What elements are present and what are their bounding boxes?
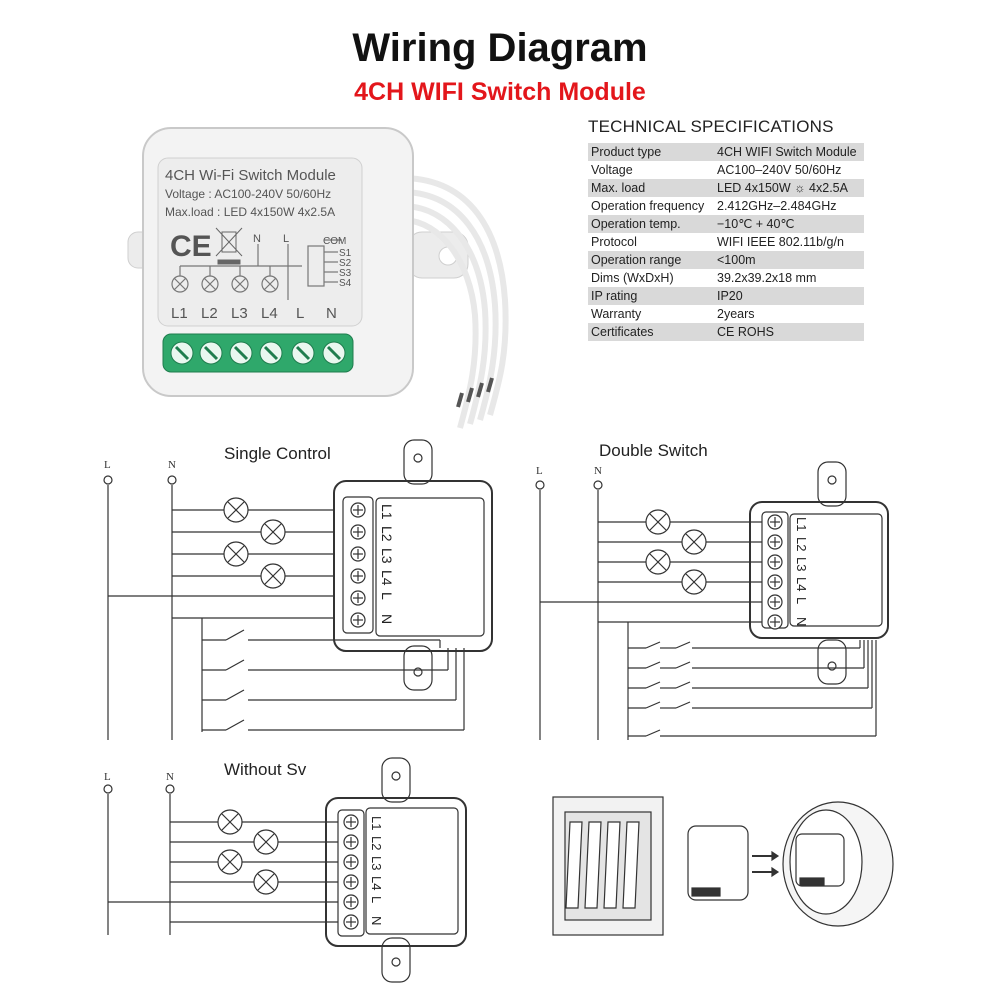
installation-illustration — [552, 796, 894, 936]
spec-value: AC100–240V 50/60Hz — [714, 161, 864, 179]
ce-mark-icon: CE — [170, 230, 212, 263]
double-t-l2: L2 — [794, 537, 809, 551]
double-t-l3: L3 — [794, 557, 809, 571]
spec-value: IP20 — [714, 287, 864, 305]
without-t-l1: L1 — [369, 816, 384, 830]
page-title: Wiring Diagram — [352, 26, 648, 70]
photo-terminal-l: L — [296, 305, 304, 322]
wire-s1: S1 — [339, 248, 352, 259]
spec-value: −10℃ + 40℃ — [714, 215, 864, 233]
spec-value: WIFI IEEE 802.11b/g/n — [714, 233, 864, 251]
wire-com: COM — [323, 236, 346, 247]
spec-value: 2years — [714, 305, 864, 323]
single-t-l3: L3 — [379, 548, 395, 564]
spec-key: Protocol — [588, 233, 714, 251]
without-t-n: N — [369, 916, 384, 925]
single-control-diagram — [103, 439, 493, 740]
without-t-l3: L3 — [369, 856, 384, 870]
double-t-n: N — [794, 617, 809, 626]
spec-value: 39.2x39.2x18 mm — [714, 269, 864, 287]
spec-value: LED 4x150W ☼ 4x2.5A — [714, 179, 864, 197]
without-t-l4: L4 — [369, 876, 384, 890]
weee-bin-icon — [215, 227, 243, 265]
spec-key: Certificates — [588, 323, 714, 341]
photo-terminal-l2: L2 — [201, 305, 218, 322]
spec-value: <100m — [714, 251, 864, 269]
single-t-l2: L2 — [379, 526, 395, 542]
spec-row: Operation range<100m — [588, 251, 864, 269]
spec-row: Operation temp.−10℃ + 40℃ — [588, 215, 864, 233]
double-t-l: L — [794, 597, 809, 604]
spec-key: Voltage — [588, 161, 714, 179]
photo-terminal-n: N — [326, 305, 337, 322]
wire-s4: S4 — [339, 278, 352, 289]
without-n-label: N — [166, 771, 174, 783]
without-t-l: L — [369, 896, 384, 903]
spec-key: Operation frequency — [588, 197, 714, 215]
without-l-label: L — [104, 771, 111, 783]
single-t-l1: L1 — [379, 504, 395, 520]
double-t-l4: L4 — [794, 577, 809, 591]
label-top-l: L — [283, 233, 289, 245]
without-switch-label: Without Sv — [224, 760, 307, 779]
double-switch-label: Double Switch — [599, 441, 708, 460]
single-l-label: L — [104, 459, 111, 471]
spec-value: 2.412GHz–2.484GHz — [714, 197, 864, 215]
photo-terminal-l1: L1 — [171, 305, 188, 322]
single-t-n: N — [379, 614, 395, 624]
module-maxload-text: Max.load : LED 4x150W 4x2.5A — [165, 205, 335, 219]
spec-row: Dims (WxDxH)39.2x39.2x18 mm — [588, 269, 864, 287]
page-subtitle: 4CH WIFI Switch Module — [354, 78, 646, 106]
label-top-n: N — [253, 233, 261, 245]
wire-s3: S3 — [339, 268, 352, 279]
spec-key: IP rating — [588, 287, 714, 305]
single-t-l4: L4 — [379, 570, 395, 586]
photo-terminal-l3: L3 — [231, 305, 248, 322]
spec-value: 4CH WIFI Switch Module — [714, 143, 864, 161]
wire-s2: S2 — [339, 258, 352, 269]
double-switch-diagram — [535, 461, 889, 740]
without-t-l2: L2 — [369, 836, 384, 850]
module-voltage-text: Voltage : AC100-240V 50/60Hz — [165, 187, 331, 201]
spec-key: Operation range — [588, 251, 714, 269]
spec-key: Operation temp. — [588, 215, 714, 233]
spec-heading: TECHNICAL SPECIFICATIONS — [588, 117, 834, 136]
photo-terminal-l4: L4 — [261, 305, 278, 322]
module-name-text: 4CH Wi-Fi Switch Module — [165, 167, 336, 184]
double-t-l1: L1 — [794, 517, 809, 531]
single-control-label: Single Control — [224, 444, 331, 463]
single-n-label: N — [168, 459, 176, 471]
without-switch-diagram — [103, 757, 467, 983]
double-n-label: N — [594, 465, 602, 477]
spec-value: CE ROHS — [714, 323, 864, 341]
spec-key: Product type — [588, 143, 714, 161]
spec-key: Dims (WxDxH) — [588, 269, 714, 287]
spec-key: Warranty — [588, 305, 714, 323]
single-t-l: L — [379, 592, 395, 600]
double-l-label: L — [536, 465, 543, 477]
module-photo: 4CH Wi-Fi Switch Module Voltage : AC100-… — [127, 127, 509, 429]
spec-key: Max. load — [588, 179, 714, 197]
